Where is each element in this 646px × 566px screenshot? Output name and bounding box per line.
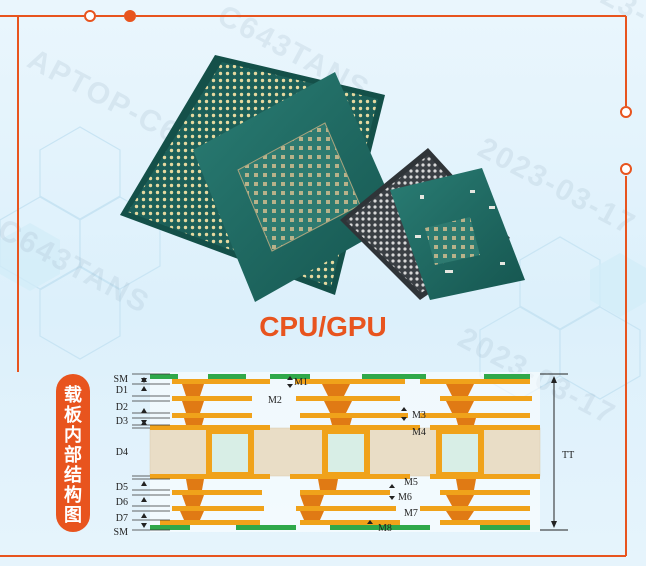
metal-markers	[287, 376, 407, 524]
copper-layers	[150, 379, 540, 525]
dimension-arrows	[141, 377, 147, 528]
metal-label-m2: M2	[268, 395, 282, 406]
metal-label-m1: M1	[294, 377, 308, 388]
metal-labels: M1 M2 M3 M4 M5 M6 M7 M8	[268, 377, 426, 534]
metal-label-m8: M8	[378, 523, 392, 534]
metal-label-m4: M4	[412, 427, 426, 438]
section-tag: 载板内部结构图	[56, 374, 90, 532]
layer-labels: SM D1 D2 D3 D4 D5 D6 D7 SM	[114, 374, 129, 538]
metal-label-m3: M3	[412, 410, 426, 421]
layer-label-sm-top: SM	[114, 374, 129, 385]
metal-label-m6: M6	[398, 492, 412, 503]
through-holes	[206, 430, 484, 476]
thickness-bracket	[540, 373, 568, 531]
thickness-label: TT	[562, 450, 574, 461]
chip-packages-illustration	[120, 55, 525, 302]
layer-label-d3: D3	[116, 416, 128, 427]
layer-label-d2: D2	[116, 402, 128, 413]
section-tag-label: 载板内部结构图	[64, 385, 82, 526]
metal-label-m5: M5	[404, 477, 418, 488]
middle-package	[193, 72, 400, 302]
layer-label-d1: D1	[116, 385, 128, 396]
layer-label-d7: D7	[116, 513, 128, 524]
layer-label-d5: D5	[116, 482, 128, 493]
layer-label-d6: D6	[116, 497, 128, 508]
soldermask-bottom	[150, 525, 530, 530]
chip-title: CPU/GPU	[259, 311, 387, 342]
microvias	[180, 384, 476, 520]
layer-label-sm-bottom: SM	[114, 527, 129, 538]
small-package	[340, 148, 525, 300]
layer-label-d4: D4	[116, 447, 128, 458]
metal-label-m7: M7	[404, 508, 418, 519]
